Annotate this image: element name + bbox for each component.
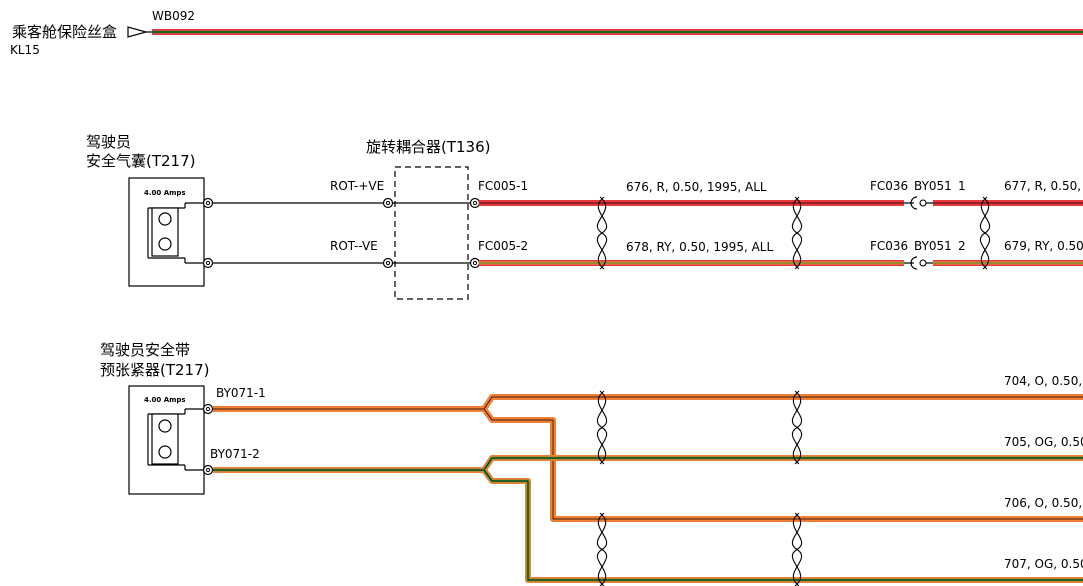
coupler-terminal-out-2[interactable] [469, 257, 481, 269]
pretensioner-terminal-1[interactable] [202, 403, 214, 415]
top-wire-group: 乘客舱保险丝盒 KL15 WB092 [10, 9, 1083, 57]
airbag-amps-label: 4.00 Amps [144, 189, 186, 197]
squib-circle-icon [158, 212, 172, 226]
wire-label: 704, O, 0.50, [1004, 374, 1082, 388]
coupler-group: 旋转耦合器(T136) ROT-+VE ROT--VE [330, 138, 491, 300]
coupler-pin1-label: ROT-+VE [330, 179, 384, 193]
kl15-label: KL15 [10, 43, 40, 57]
pretensioner-title-line2: 预张紧器(T217) [100, 361, 210, 379]
connector-label: FC005-1 [478, 179, 528, 193]
airbag-circuit-1: FC005-1 676, R, 0.50, 1995, ALL FC036 BY… [478, 179, 1083, 210]
squib-element [151, 413, 179, 465]
twisted-pair-icon [791, 196, 803, 270]
connector-label: FC005-2 [478, 239, 528, 253]
airbag-title-line1: 驾驶员 [86, 133, 131, 151]
pretensioner-group: 驾驶员安全带 预张紧器(T217) 4.00 Amps BY071-1 BY07… [100, 341, 1083, 583]
inline-connector-by051-1[interactable] [904, 196, 933, 210]
coupler-pin2-label: ROT--VE [330, 239, 378, 253]
wire-label: 679, RY, 0.50 [1004, 239, 1083, 253]
wire-704[interactable] [213, 394, 1083, 412]
wire-label-wb092: WB092 [152, 9, 195, 23]
pretensioner-amps-label: 4.00 Amps [144, 396, 186, 404]
airbag-terminal-1[interactable] [202, 197, 214, 209]
coupler-terminal-in-2[interactable] [382, 257, 394, 269]
pretensioner-terminal-2[interactable] [202, 464, 214, 476]
pretensioner-title-line1: 驾驶员安全带 [100, 341, 190, 359]
airbag-title-line2: 安全气囊(T217) [86, 152, 196, 170]
coupler-terminal-out-1[interactable] [469, 197, 481, 209]
junction-conn-label: BY051 [914, 179, 952, 193]
airbag-circuit-2: FC005-2 678, RY, 0.50, 1995, ALL FC036 B… [478, 239, 1083, 270]
fuse-box-label: 乘客舱保险丝盒 [12, 23, 117, 41]
wire-label: 678, RY, 0.50, 1995, ALL [626, 240, 773, 254]
airbag-group: 驾驶员 安全气囊(T217) 4.00 Amps [86, 133, 384, 287]
junction-pin-label: 2 [958, 239, 966, 253]
wire-707[interactable] [481, 468, 1083, 583]
wire-label: 706, O, 0.50, [1004, 496, 1082, 510]
connector-arrow-icon [127, 26, 149, 38]
squib-circle-icon [158, 445, 172, 459]
squib-circle-icon [158, 419, 172, 433]
twisted-pair-icon [791, 512, 803, 586]
twisted-pair-icon [979, 196, 991, 270]
wire-705[interactable] [213, 455, 1083, 473]
twisted-pair-icon [596, 512, 608, 586]
coupler-terminal-in-1[interactable] [382, 197, 394, 209]
pretensioner-pin2-label: BY071-2 [210, 447, 260, 461]
wire-label: 707, OG, 0.50 [1004, 557, 1083, 571]
twisted-pair-icon [791, 390, 803, 465]
junction-label: FC036 [870, 239, 908, 253]
junction-conn-label: BY051 [914, 239, 952, 253]
wire-label: 676, R, 0.50, 1995, ALL [626, 180, 767, 194]
wire-label: 705, OG, 0.50 [1004, 435, 1083, 449]
inline-connector-by051-2[interactable] [904, 256, 933, 270]
wire-label: 677, R, 0.50, [1004, 179, 1081, 193]
junction-pin-label: 1 [958, 179, 966, 193]
airbag-terminal-2[interactable] [202, 257, 214, 269]
wire-706[interactable] [481, 407, 1083, 522]
squib-element [151, 207, 179, 257]
twisted-pair-icon [596, 390, 608, 465]
pretensioner-pin1-label: BY071-1 [216, 386, 266, 400]
squib-circle-icon [158, 237, 172, 251]
coupler-title: 旋转耦合器(T136) [366, 138, 491, 156]
twisted-pair-icon [596, 196, 608, 270]
junction-label: FC036 [870, 179, 908, 193]
coupler-dashed-box[interactable] [394, 166, 469, 300]
